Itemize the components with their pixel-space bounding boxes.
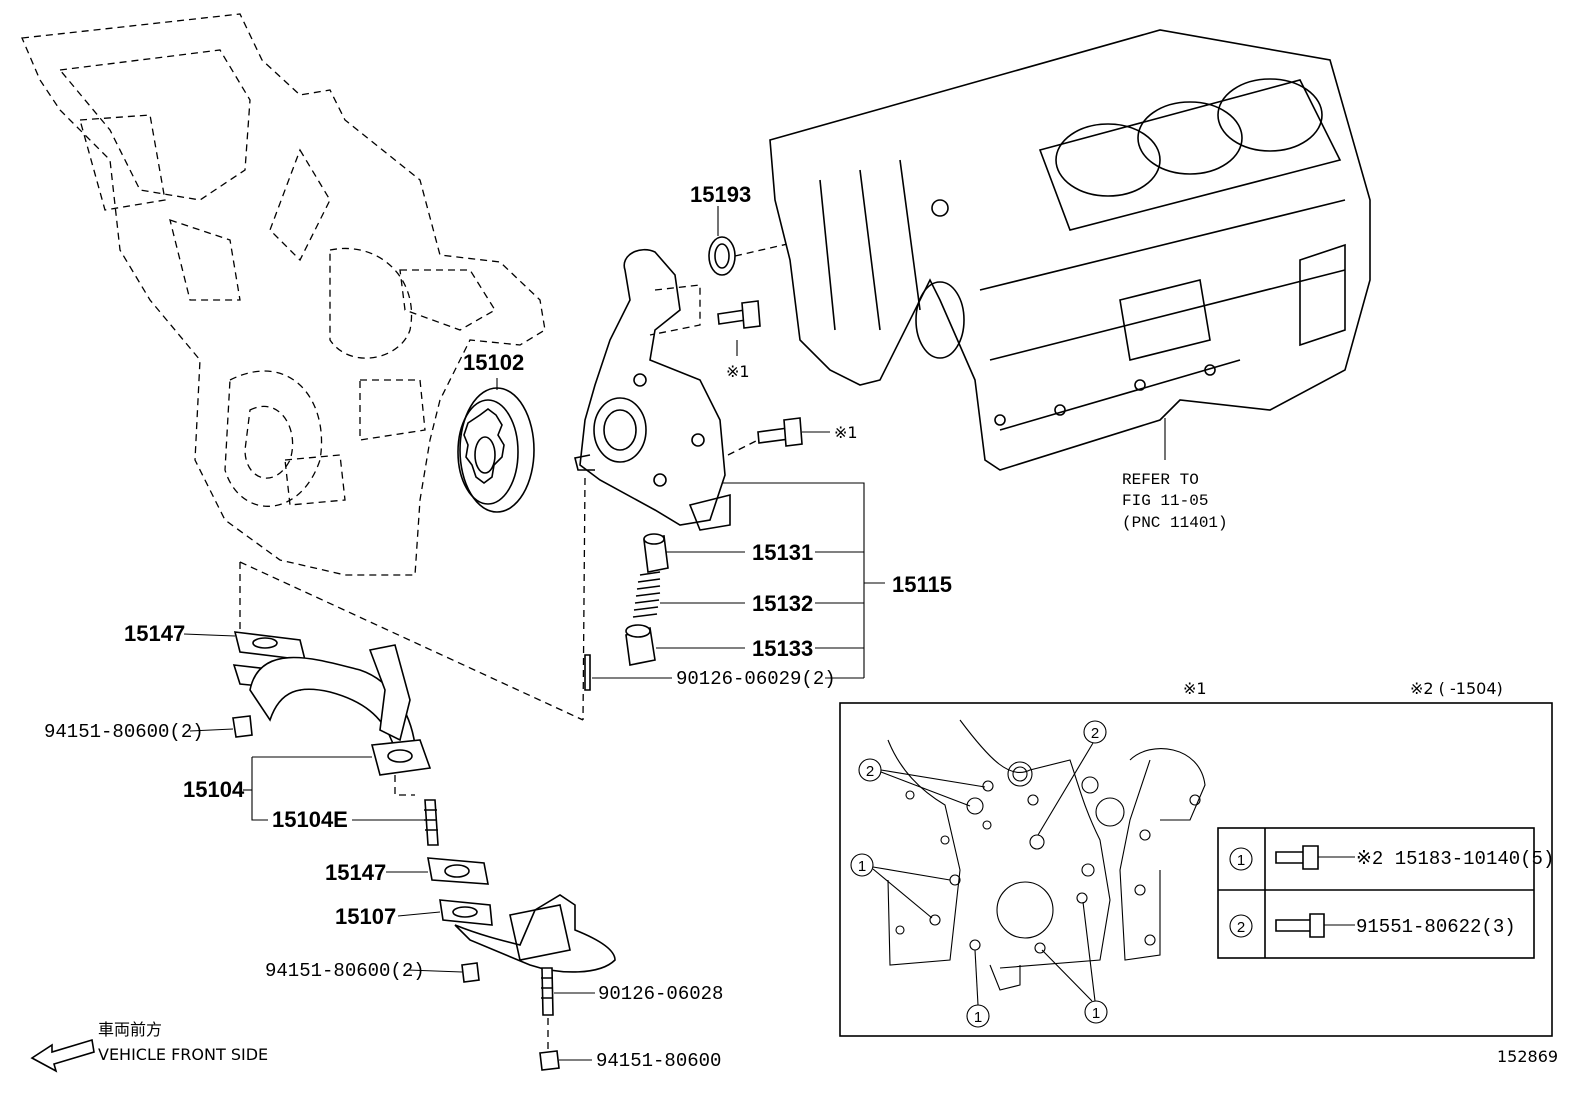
inset-table-frame (1217, 827, 1535, 959)
inset-detail: ※1 ※2 ( -1504) 2 (839, 679, 1554, 1037)
bolt-drawing-lower (727, 417, 803, 456)
bolt-icon-row2 (1275, 919, 1313, 932)
timing-cover-drawing (21, 13, 546, 576)
part-labels: 15193 15102 ※1 ※1 15131 15132 15133 1511… (44, 182, 952, 1072)
oil-seal-drawing (708, 207, 946, 276)
label-15107: 15107 (335, 904, 396, 929)
oil-pump-rotor-drawing (457, 387, 535, 513)
label-15104: 15104 (183, 777, 245, 802)
inset-callout-2-left: 2 (866, 763, 874, 780)
label-15132: 15132 (752, 591, 813, 616)
label-94151-80600-middle: 94151-80600(2) (265, 960, 425, 982)
label-15131: 15131 (752, 540, 813, 565)
label-15193: 15193 (690, 182, 751, 207)
inset-callout-1-bottom-right: 1 (1092, 1005, 1100, 1022)
label-15147-lower: 15147 (325, 860, 386, 885)
inset-callout-1-bottom-left: 1 (974, 1009, 982, 1026)
mark-asterisk-1-upper: ※1 (726, 362, 750, 381)
relief-valve-drawing (582, 477, 669, 721)
label-90126-06028: 90126-06028 (598, 983, 723, 1005)
oil-pump-housing-drawing (574, 248, 731, 531)
oil-strainer-pipe-drawing (232, 561, 584, 846)
refer-line-2: FIG 11-05 (1122, 492, 1208, 510)
label-15102: 15102 (463, 350, 524, 375)
label-90126-06029: 90126-06029(2) (676, 668, 836, 690)
figure-id: 152869 (1497, 1047, 1558, 1066)
label-15115: 15115 (892, 572, 952, 597)
table-row2-number: 2 (1237, 919, 1245, 936)
bolt-drawing-upper (717, 300, 761, 329)
label-94151-80600-upper: 94151-80600(2) (44, 721, 204, 743)
inset-frame (839, 702, 1553, 1037)
label-15104E: 15104E (272, 807, 348, 832)
refer-line-1: REFER TO (1122, 471, 1199, 489)
leader-lines (183, 206, 885, 1061)
vehicle-front-en: VEHICLE FRONT SIDE (98, 1045, 268, 1064)
table-row1-number: 1 (1237, 852, 1245, 869)
bolt-icon-row1 (1275, 851, 1306, 864)
label-94151-80600-lower: 94151-80600 (596, 1050, 721, 1072)
front-arrow-icon (30, 1038, 95, 1073)
mark-asterisk-1-lower: ※1 (834, 423, 858, 442)
inset-callout-2-top: 2 (1091, 725, 1099, 742)
vehicle-front-indicator: 車両前方 VEHICLE FRONT SIDE (30, 1020, 268, 1073)
cylinder-block-drawing (769, 29, 1371, 471)
table-row2-part: 91551-80622(3) (1356, 916, 1516, 938)
refer-note: REFER TO FIG 11-05 (PNC 11401) (1122, 471, 1228, 532)
table-row1-part: ※2 15183-10140(5) (1356, 848, 1554, 870)
refer-line-3: (PNC 11401) (1122, 514, 1228, 532)
label-15147-upper: 15147 (124, 621, 185, 646)
inset-mark-2: ※2 ( -1504) (1410, 679, 1503, 698)
inset-callout-1-left: 1 (858, 858, 866, 875)
strainer-drawing (427, 857, 616, 1071)
vehicle-front-jp: 車両前方 (98, 1020, 162, 1039)
inset-mark-1: ※1 (1183, 679, 1207, 698)
label-15133: 15133 (752, 636, 813, 661)
